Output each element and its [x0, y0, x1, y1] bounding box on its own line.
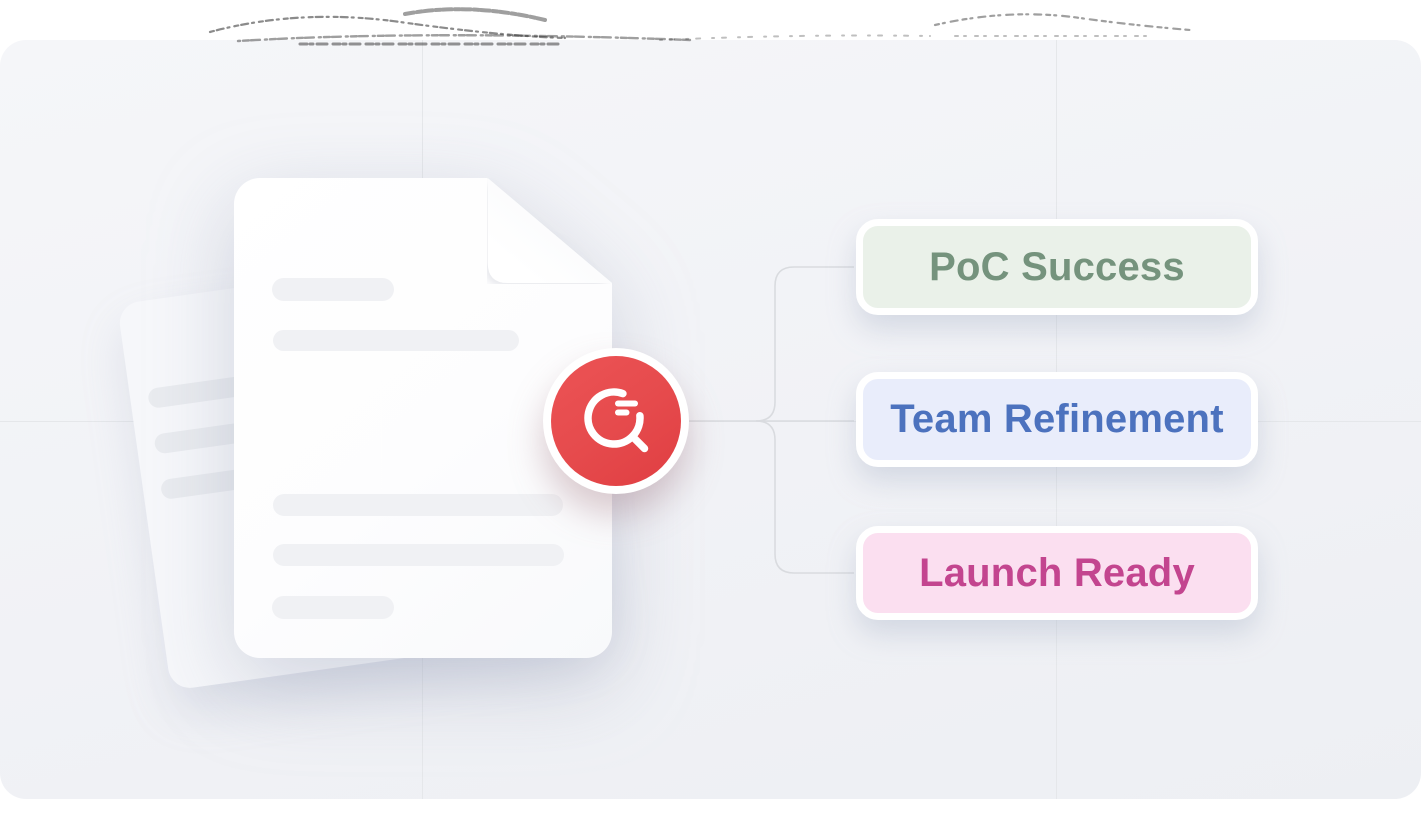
label-chip-launch-ready: Launch Ready [856, 526, 1258, 620]
text-placeholder-line [273, 494, 563, 516]
search-icon [584, 388, 649, 453]
label-chip-text: PoC Success [929, 244, 1185, 289]
text-placeholder-line [272, 596, 394, 619]
search-badge-ring [543, 348, 689, 494]
magnifier-handle [628, 432, 649, 453]
text-placeholder-line [273, 330, 519, 351]
text-placeholder-line [272, 278, 394, 301]
label-chip-text: Team Refinement [890, 397, 1224, 441]
text-placeholder-line [273, 544, 564, 566]
label-chip-poc-success: PoC Success [856, 219, 1258, 315]
search-badge [551, 356, 681, 486]
folded-corner [487, 178, 612, 283]
label-chip-team-refinement: Team Refinement [856, 372, 1258, 467]
label-chip-text: Launch Ready [919, 550, 1195, 595]
